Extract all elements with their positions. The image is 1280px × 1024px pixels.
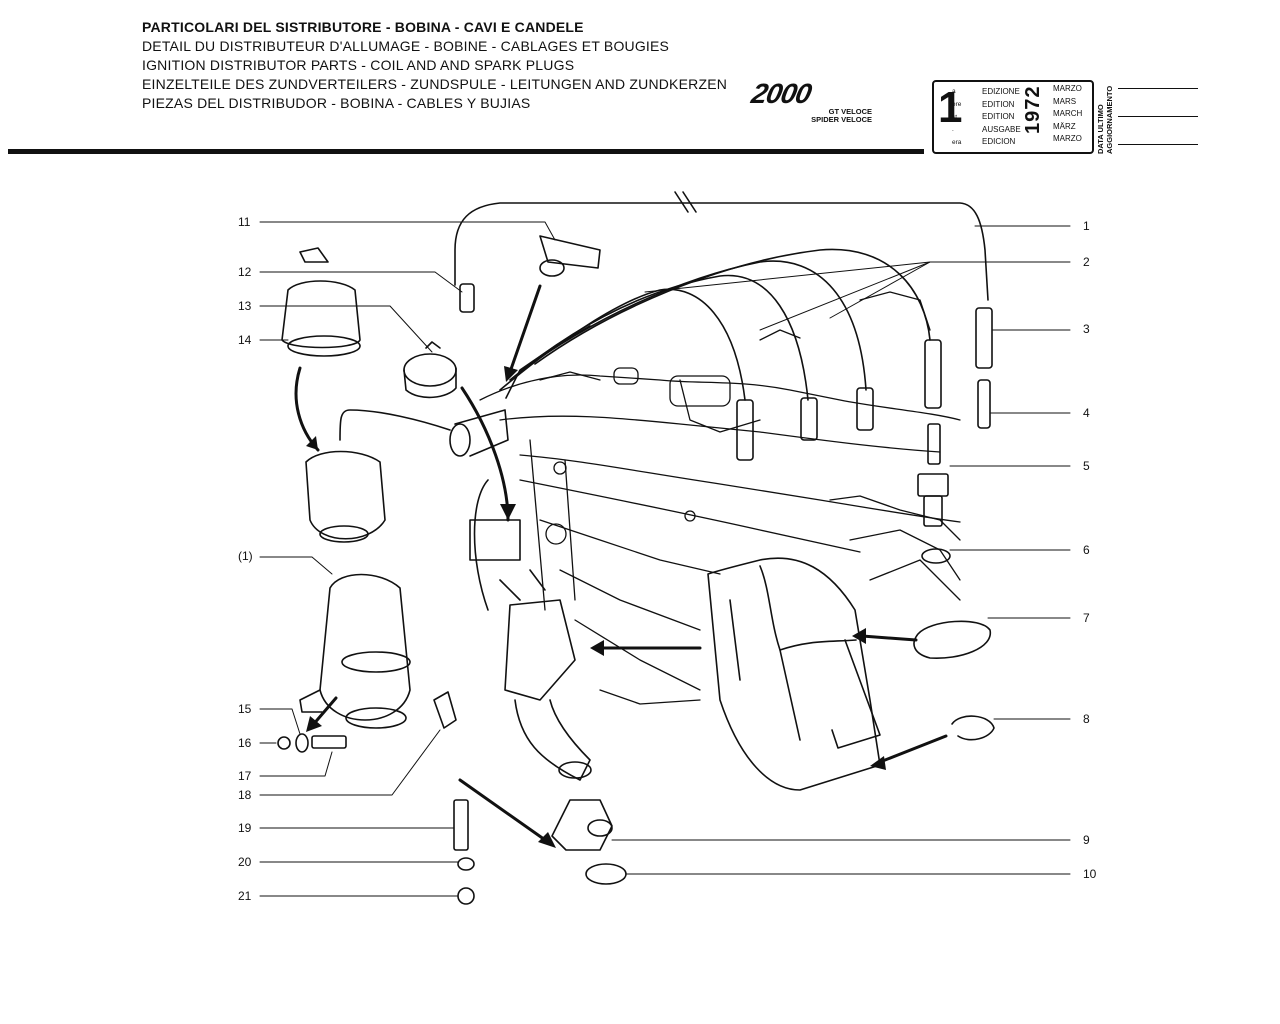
callout-label: 8 — [1083, 712, 1090, 726]
edition-sup: ere — [952, 101, 962, 108]
title-de: EINZELTEILE DES ZUNDVERTEILERS - ZUNDSPU… — [142, 76, 728, 92]
callout-label: 14 — [238, 333, 252, 347]
callout-label: (1) — [238, 549, 253, 563]
callout-label: 3 — [1083, 322, 1090, 336]
arrow-heads — [306, 366, 886, 848]
edition-box: 1 a ere st . era EDIZIONE EDITION EDITIO… — [932, 80, 1094, 154]
callout-label: 10 — [1083, 867, 1097, 881]
logo-spider-veloce: SPIDER VELOCE — [811, 115, 872, 124]
ht-leads — [454, 191, 989, 461]
callout-label: 17 — [238, 769, 252, 783]
update-field-line — [1118, 88, 1198, 89]
callout-label: 15 — [238, 702, 252, 716]
edition-label: EDITION — [982, 99, 1015, 109]
spark-plug-assembly — [917, 307, 993, 564]
edition-label: AUSGABE — [982, 124, 1021, 134]
title-en: IGNITION DISTRIBUTOR PARTS - COIL AND AN… — [142, 57, 575, 73]
arrows — [294, 284, 948, 844]
callout-label: 5 — [1083, 459, 1090, 473]
callout-label: 12 — [238, 265, 252, 279]
edition-label: EDIZIONE — [982, 87, 1020, 96]
edition-sup: . — [952, 126, 954, 133]
update-field-line — [1118, 144, 1198, 145]
callout-label: 19 — [238, 821, 252, 835]
distributor — [449, 409, 592, 781]
edition-sup: st — [952, 114, 958, 121]
coil-assembly — [281, 247, 451, 729]
leader-lines — [259, 221, 1071, 897]
edition-label: EDITION — [982, 112, 1015, 122]
callout-label: 9 — [1083, 833, 1090, 847]
distributor-cap — [403, 341, 457, 399]
callout-label: 21 — [238, 889, 252, 903]
clamps-and-hardware — [277, 235, 995, 905]
edition-month: MARS — [1053, 96, 1077, 106]
edition-labels: EDIZIONE EDITION EDITION AUSGABE EDICION — [982, 86, 1021, 149]
title-fr: DETAIL DU DISTRIBUTEUR D'ALLUMAGE - BOBI… — [142, 38, 670, 54]
title-it: PARTICOLARI DEL SISTRIBUTORE - BOBINA - … — [142, 19, 584, 35]
edition-month: MARZO — [1053, 134, 1082, 144]
edition-number: 1 — [938, 83, 963, 132]
title-block: PARTICOLARI DEL SISTRIBUTORE - BOBINA - … — [142, 18, 727, 113]
callout-label: 1 — [1083, 219, 1090, 233]
callout-label: 16 — [238, 736, 252, 750]
callout-label: 4 — [1083, 406, 1090, 420]
edition-month: MÄRZ — [1053, 121, 1076, 131]
callout-label: 18 — [238, 788, 252, 802]
edition-months: MARZO MARS MARCH MÄRZ MARZO — [1053, 83, 1082, 146]
engine-block — [479, 291, 961, 705]
header-rule — [8, 149, 924, 154]
callout-label: 13 — [238, 299, 252, 313]
update-field-line — [1118, 116, 1198, 117]
edition-sup: era — [952, 139, 962, 146]
callout-label: 6 — [1083, 543, 1090, 557]
edition-sup: a — [952, 88, 956, 95]
callout-label: 11 — [238, 215, 251, 229]
edition-label: EDICION — [982, 137, 1016, 147]
callout-label: 7 — [1083, 611, 1090, 625]
callout-label: 2 — [1083, 255, 1090, 269]
dust-shield — [707, 557, 881, 791]
logo-gt-veloce: GT VELOCE — [828, 107, 872, 116]
model-logo: 2000 GT VELOCE SPIDER VELOCE — [749, 78, 872, 124]
callout-label: 20 — [238, 855, 252, 869]
title-es: PIEZAS DEL DISTRIBUDOR - BOBINA - CABLES… — [142, 95, 531, 111]
logo-subtitle: GT VELOCE SPIDER VELOCE — [810, 108, 872, 124]
edition-month: MARZO — [1053, 84, 1082, 93]
edition-month: MARCH — [1053, 109, 1083, 119]
